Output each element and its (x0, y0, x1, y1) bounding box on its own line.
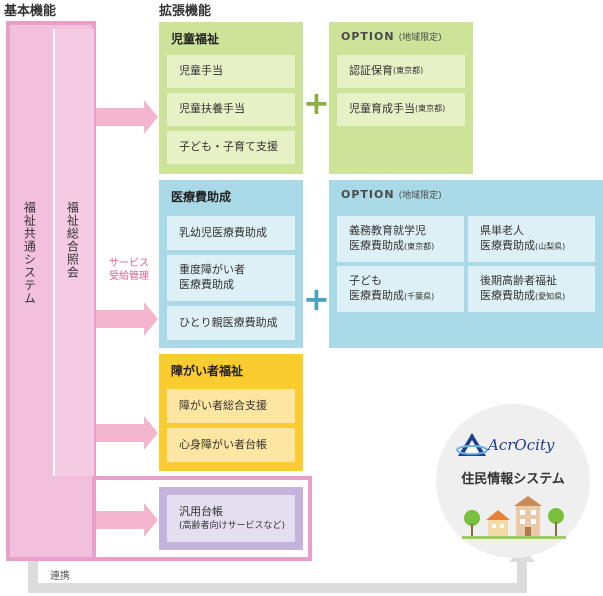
group-disability: 障がい者福祉 障がい者総合支援 心身障がい者台帳 (159, 354, 303, 471)
item-child-rearing-allowance: 児童扶養手当 (167, 93, 295, 126)
item-infant-medical-label: 乳幼児医療費助成 (179, 225, 267, 239)
group-child-title: 児童福祉 (171, 32, 220, 46)
item-children-medical-region: (千葉県) (404, 292, 435, 301)
arrow-to-child (96, 100, 158, 134)
option-child-sub: (地域限定) (398, 33, 442, 43)
option-child-label: OPTION (341, 30, 395, 43)
group-general-ledger: 汎用台帳 (高齢者向けサービスなど) (159, 487, 303, 550)
plus-icon-child: + (303, 84, 330, 122)
option-medical-label: OPTION (341, 188, 395, 201)
option-child-title: OPTION(地域限定) (341, 30, 442, 43)
item-certified-nursery-label: 認証保育 (349, 64, 393, 78)
service-label-line1: サービス (109, 258, 149, 269)
item-prefectural-elderly-line2: 医療費助成 (480, 239, 535, 252)
item-compulsory-line2: 医療費助成 (349, 239, 404, 252)
item-late-elderly-medical: 後期高齢者福祉 医療費助成(愛知県) (468, 266, 595, 312)
service-arrows (96, 100, 158, 537)
heading-basic: 基本機能 (4, 4, 57, 19)
item-compulsory-line1: 義務教育就学児 (349, 224, 426, 238)
item-compulsory-region: (東京都) (404, 242, 435, 251)
acrocity-brand: AcrOcity (488, 436, 555, 454)
inquiry-label: 福祉総合照会 (65, 201, 80, 279)
item-disability-comprehensive-support: 障がい者総合支援 (167, 389, 295, 423)
item-infant-medical: 乳幼児医療費助成 (167, 216, 295, 250)
town-illustration-icon (462, 496, 566, 539)
service-management-label: サービス 受給管理 (100, 258, 158, 283)
item-disability-registry: 心身障がい者台帳 (167, 428, 295, 462)
item-children-medical: 子ども 医療費助成(千葉県) (337, 266, 464, 312)
heading-extended: 拡張機能 (159, 4, 212, 19)
item-general-ledger-sub: (高齢者向けサービスなど) (179, 520, 286, 531)
item-late-elderly-region: (愛知県) (535, 292, 566, 301)
item-severe-disability-line2: 医療費助成 (179, 278, 234, 291)
resident-system-title: 住民情報システム (461, 472, 565, 487)
item-child-support: 子ども・子育て支援 (167, 131, 295, 164)
option-child: OPTION(地域限定) 認証保育(東京都) 児童育成手当(東京都) (329, 22, 473, 174)
arrow-to-general (96, 503, 158, 537)
arrow-to-disability (96, 416, 158, 450)
group-medical: 医療費助成 乳幼児医療費助成 重度障がい者 医療費助成 ひとり親医療費助成 (159, 180, 303, 348)
item-certified-nursery-region: (東京都) (393, 66, 424, 76)
basic-frame-lower (92, 476, 312, 561)
item-child-development-label: 児童育成手当 (349, 102, 415, 116)
service-label-line2: 受給管理 (109, 270, 149, 282)
item-severe-disability-medical: 重度障がい者 医療費助成 (167, 255, 295, 301)
item-child-development-allowance: 児童育成手当(東京都) (337, 93, 465, 126)
item-child-development-region: (東京都) (415, 104, 446, 114)
item-late-elderly-line2: 医療費助成 (480, 289, 535, 302)
item-single-parent-label: ひとり親医療費助成 (179, 315, 278, 329)
item-child-allowance: 児童手当 (167, 55, 295, 88)
group-disability-title: 障がい者福祉 (171, 364, 244, 378)
item-prefectural-elderly-line1: 県単老人 (480, 224, 524, 238)
item-late-elderly-line1: 後期高齢者福祉 (480, 274, 557, 288)
inquiry-column: 福祉総合照会 (53, 29, 94, 476)
item-general-ledger: 汎用台帳 (高齢者向けサービスなど) (167, 495, 295, 542)
option-medical-sub: (地域限定) (398, 191, 442, 201)
item-general-ledger-label: 汎用台帳 (179, 505, 223, 518)
common-system-label: 福祉共通システム (22, 201, 37, 305)
group-medical-title: 医療費助成 (171, 190, 232, 204)
group-child-welfare: 児童福祉 児童手当 児童扶養手当 子ども・子育て支援 (159, 22, 303, 174)
item-children-medical-line2: 医療費助成 (349, 289, 404, 302)
link-label: 連携 (50, 571, 70, 582)
acrocity-logo-icon (456, 433, 488, 456)
resident-system-circle: AcrOcity 住民情報システム (436, 404, 590, 558)
inquiry-frame (52, 21, 96, 480)
arrow-to-medical (96, 302, 158, 336)
common-system-column: 福祉共通システム (10, 29, 52, 557)
item-prefectural-elderly-medical: 県単老人 医療費助成(山梨県) (468, 216, 595, 262)
item-single-parent-medical: ひとり親医療費助成 (167, 306, 295, 340)
item-severe-disability-line1: 重度障がい者 (179, 263, 245, 277)
item-children-medical-line1: 子ども (349, 274, 382, 288)
option-medical-title: OPTION(地域限定) (341, 188, 442, 201)
item-prefectural-elderly-region: (山梨県) (535, 242, 566, 251)
plus-icon-medical: + (303, 280, 330, 318)
item-certified-nursery: 認証保育(東京都) (337, 55, 465, 88)
item-compulsory-education-medical: 義務教育就学児 医療費助成(東京都) (337, 216, 464, 262)
option-medical: OPTION(地域限定) 義務教育就学児 医療費助成(東京都) 県単老人 医療費… (329, 180, 603, 348)
